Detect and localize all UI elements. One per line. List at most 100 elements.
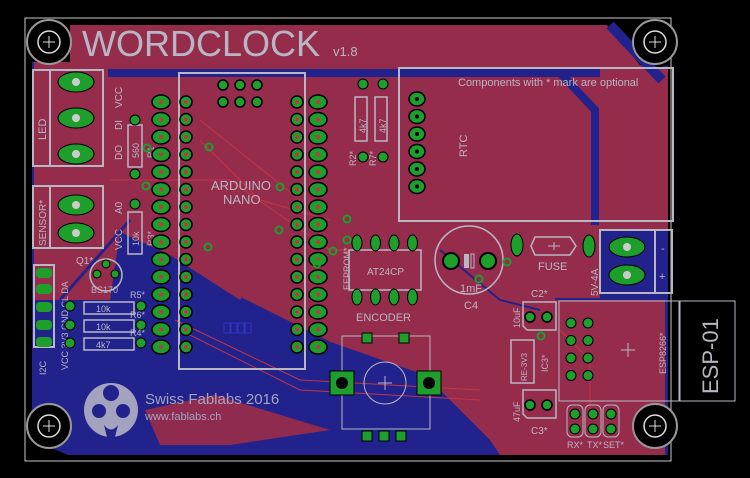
- pad-drill: [415, 97, 419, 101]
- pad-drill: [159, 240, 163, 244]
- pad-drill: [159, 187, 163, 192]
- jumper-pad: [605, 408, 617, 420]
- pad-drill: [316, 292, 320, 297]
- power-plus: +: [659, 271, 665, 283]
- esp-pad: [582, 352, 594, 364]
- eeprom-pad: [351, 234, 363, 252]
- pad-drill: [295, 310, 299, 314]
- pad-drill: [184, 345, 188, 349]
- eeprom-pad: [388, 234, 400, 252]
- pad-drill: [295, 117, 299, 122]
- pad-drill: [295, 205, 299, 209]
- pad-drill: [316, 240, 320, 244]
- jumper-pad: [587, 408, 599, 420]
- eeprom-pad: [351, 288, 363, 306]
- pad-drill: [159, 327, 163, 332]
- pad-drill: [295, 222, 299, 227]
- rotary-encoder: [329, 332, 442, 442]
- pad-drill: [184, 257, 188, 262]
- jumper-set-label: SET*: [603, 440, 625, 450]
- pad-drill: [316, 345, 320, 349]
- pad-drill: [159, 275, 163, 279]
- r2-value: 4k7: [358, 118, 368, 133]
- esp-pad: [565, 317, 577, 329]
- esp01-module: ESP-01: [679, 300, 736, 402]
- pad-drill: [295, 240, 299, 244]
- r4-ref: R4*: [130, 328, 146, 338]
- fablab-logo-icon: [84, 383, 138, 437]
- rtc-label: RTC: [458, 135, 470, 157]
- mounting-hole-bottom-right: [632, 403, 678, 449]
- credit-line-1: Swiss Fablabs 2016: [145, 391, 279, 408]
- jumper-pad: [569, 423, 581, 435]
- pad-drill: [159, 345, 163, 349]
- via: [312, 259, 322, 269]
- rtc-module: RTC: [398, 67, 674, 222]
- power-minus: -: [661, 243, 665, 255]
- via: [274, 225, 284, 235]
- pad-drill: [316, 152, 320, 157]
- vias: [141, 142, 546, 341]
- pad-drill: [316, 100, 320, 104]
- pad-drill: [316, 327, 320, 332]
- pad-drill: [295, 257, 299, 262]
- board-version: v1.8: [333, 44, 358, 59]
- via: [502, 257, 512, 267]
- esp-pad: [565, 335, 577, 346]
- pad-drill: [184, 170, 188, 174]
- via: [536, 331, 546, 341]
- pad-drill: [295, 275, 299, 279]
- capacitor-c4: 1mF C4: [434, 225, 504, 312]
- arduino-label-1: ARDUINO: [211, 178, 271, 193]
- pad-drill: [316, 187, 320, 192]
- mounting-hole-top-right: [632, 19, 678, 65]
- pad-drill: [316, 275, 320, 279]
- pad-drill: [316, 170, 320, 174]
- r2-ref: R2*: [348, 150, 358, 166]
- pad-drill: [415, 149, 419, 154]
- jumper-rx-label: RX*: [567, 440, 584, 450]
- pad-drill: [316, 135, 320, 139]
- r1-value: 560: [131, 143, 141, 158]
- resistor-r1: 560 R1: [127, 114, 156, 180]
- led-label: LED: [37, 119, 49, 140]
- capacitor-c2: C2* 10uF: [512, 289, 557, 331]
- pad-drill: [184, 117, 188, 122]
- pad-drill: [295, 135, 299, 139]
- pad-drill: [184, 240, 188, 244]
- ic3-value: RE-3V3: [520, 352, 529, 381]
- pad-drill: [316, 117, 320, 122]
- jumper-outline: [602, 404, 620, 438]
- pad-drill: [316, 222, 320, 227]
- via: [474, 274, 484, 284]
- led-pin-di: DI: [114, 120, 125, 130]
- top-copper-pour-lower: [145, 395, 330, 445]
- eeprom-pad: [407, 288, 418, 306]
- transistor-q1: Q1* BS170: [76, 256, 123, 295]
- sensor-label: SENSOR*: [38, 200, 49, 246]
- sensor-connector: SENSOR* VCC A0: [32, 185, 125, 250]
- pad-drill: [415, 167, 419, 171]
- via: [328, 246, 338, 256]
- led-connector: LED VCC DI DO: [32, 69, 125, 167]
- pad-drill: [415, 184, 419, 189]
- pad-drill: [184, 310, 188, 314]
- pad-drill: [295, 292, 299, 297]
- pad-drill: [159, 117, 163, 122]
- eeprom-pad: [370, 288, 381, 306]
- pad-drill: [316, 205, 320, 209]
- r3-ref: R3*: [146, 230, 156, 246]
- q1-ref: Q1*: [76, 256, 93, 267]
- via: [342, 214, 352, 224]
- c2-ref: C2*: [531, 289, 548, 300]
- resistor-r6: 10k R6*: [64, 310, 147, 333]
- pad-drill: [295, 152, 299, 157]
- pad-drill: [184, 275, 188, 279]
- pad-drill: [184, 100, 188, 104]
- pad-drill: [159, 135, 163, 139]
- esp01-label: ESP-01: [698, 318, 723, 394]
- r5-value: 10k: [96, 304, 111, 314]
- pad-drill: [415, 114, 419, 119]
- pad-drill: [295, 345, 299, 349]
- c4-ref: C4: [464, 300, 478, 312]
